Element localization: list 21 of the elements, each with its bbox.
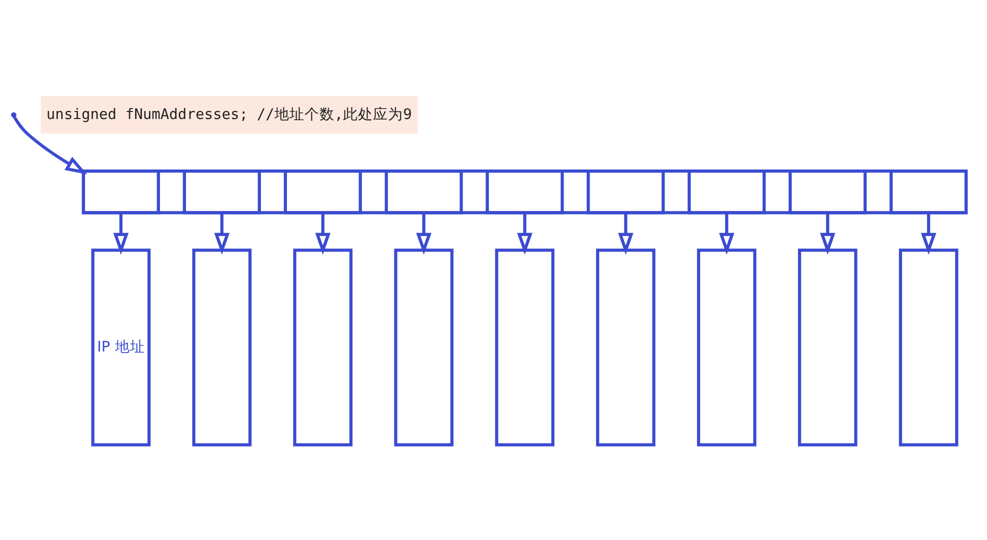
node-box <box>596 248 656 446</box>
node-box <box>293 248 352 446</box>
arrow <box>214 212 230 254</box>
node-box <box>798 248 858 446</box>
node-box <box>192 248 252 446</box>
node-box: IP 地址 <box>91 248 151 446</box>
arrow <box>12 114 88 174</box>
node-box <box>898 248 958 446</box>
node-box <box>495 248 554 446</box>
node-box <box>890 169 968 214</box>
arrow <box>820 212 836 254</box>
arrow <box>113 212 129 254</box>
arrow <box>618 212 634 254</box>
arrow <box>416 212 432 254</box>
arrow <box>315 212 330 254</box>
arrow <box>920 212 936 254</box>
node-box <box>394 248 454 446</box>
label: unsigned fNumAddresses; //地址个数,此处应为9 <box>46 105 412 122</box>
arrow <box>719 212 734 254</box>
arrow <box>517 212 532 254</box>
node-box <box>697 248 756 446</box>
